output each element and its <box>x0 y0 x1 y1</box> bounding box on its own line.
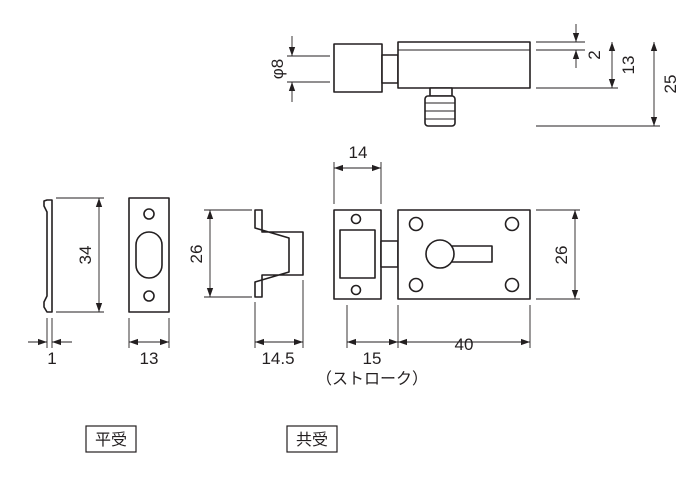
top-side-view: φ8 2 13 25 <box>268 24 680 127</box>
label-common-strike: 共受 <box>286 425 338 453</box>
bolt-slot <box>135 231 163 279</box>
dim-25: 25 <box>661 75 680 94</box>
dim-34: 34 <box>76 246 95 265</box>
barrel-bolt-front-view: 14 26 15 40 （ストローク） <box>316 143 580 388</box>
dim-15: 15 <box>363 349 382 368</box>
bolt-pin <box>380 240 399 268</box>
stroke-note: （ストローク） <box>316 369 428 388</box>
dim-14: 14 <box>349 143 368 162</box>
bolt-body <box>397 209 531 300</box>
flat-strike-edge-view: 34 1 <box>28 197 104 368</box>
bolt-shaft <box>381 54 399 84</box>
dim-2: 2 <box>585 50 604 59</box>
common-strike-side-view: 26 14.5 <box>187 209 304 368</box>
bolt-receiver <box>333 209 382 300</box>
knob-head <box>333 43 383 93</box>
knob <box>425 239 455 269</box>
knob-neck <box>429 87 453 97</box>
dim-13-plate: 13 <box>140 349 159 368</box>
flat-strike-front-view: 13 <box>128 197 170 368</box>
strike-edge-profile <box>43 199 53 313</box>
strike-plate <box>128 197 170 313</box>
receiver-inner <box>339 229 376 279</box>
dim-phi8: φ8 <box>268 59 287 79</box>
dim-40: 40 <box>455 335 474 354</box>
label-flat-strike: 平受 <box>85 425 137 453</box>
knob-slot <box>448 245 493 263</box>
label-common-strike-text: 共受 <box>296 430 328 449</box>
dim-26-bracket: 26 <box>187 245 206 264</box>
screw-hole-top <box>143 208 155 220</box>
dim-13: 13 <box>619 56 638 75</box>
bolt-body-side <box>397 41 531 89</box>
dim-26-body: 26 <box>552 246 571 265</box>
screw-hole-bottom <box>143 290 155 302</box>
dim-14-5: 14.5 <box>261 349 294 368</box>
dim-1: 1 <box>47 349 56 368</box>
label-flat-strike-text: 平受 <box>95 430 127 449</box>
bracket-profile <box>254 209 304 298</box>
